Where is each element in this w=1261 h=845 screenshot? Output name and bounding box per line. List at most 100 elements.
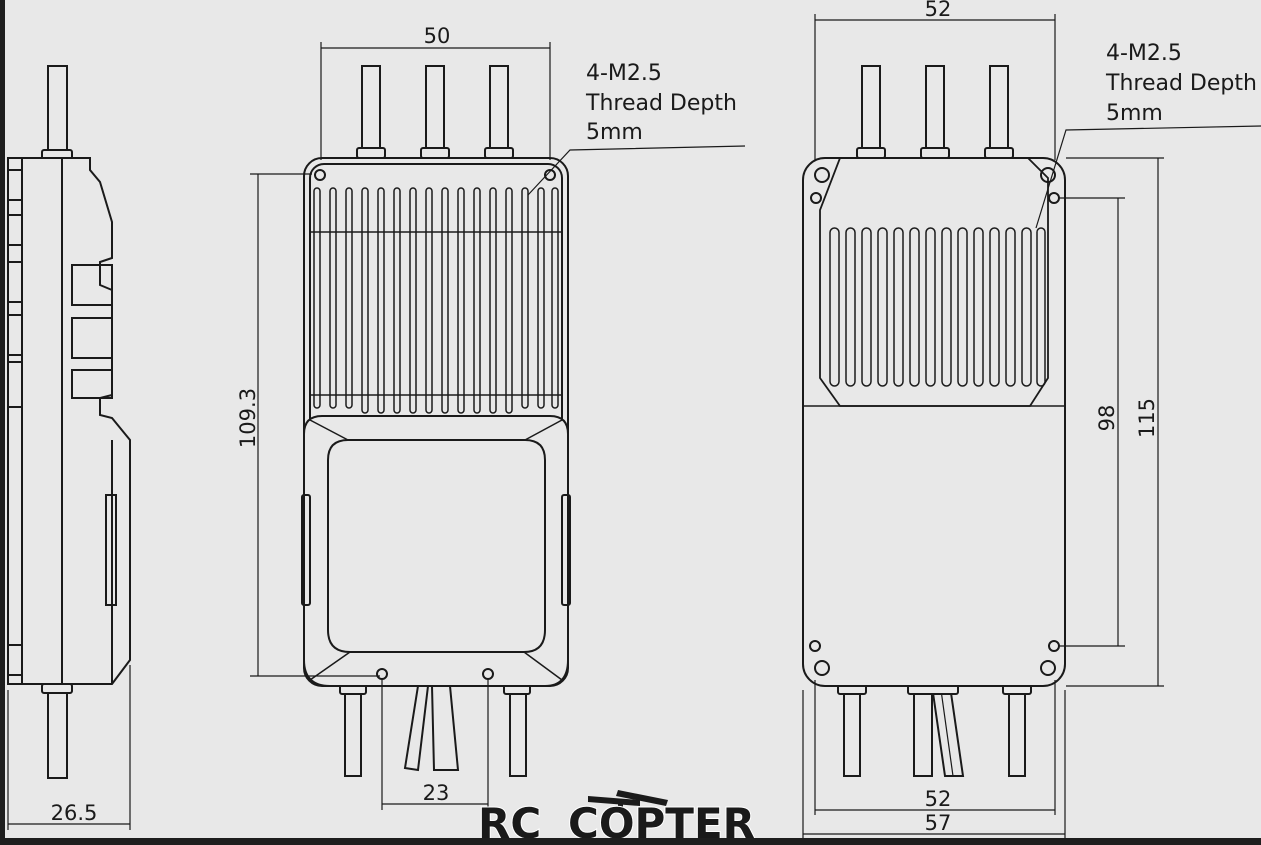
side-cover-slot <box>105 494 117 606</box>
front-lid-slot-right <box>561 494 571 606</box>
back-top-collar-2 <box>920 147 950 159</box>
back-fin <box>909 227 920 387</box>
back-hole-bl-inner <box>809 640 821 652</box>
front-lid-chamfer-2 <box>524 419 563 441</box>
side-fin-5 <box>7 361 23 408</box>
front-heatsink-fins <box>313 187 559 414</box>
front-fin <box>393 187 401 414</box>
front-fin <box>345 187 353 409</box>
back-hole-bl-outer <box>814 660 830 676</box>
front-fin <box>457 187 465 414</box>
back-note-line3: 5mm <box>1106 101 1163 126</box>
front-note-leader <box>527 145 746 196</box>
front-fin <box>409 187 417 414</box>
back-hole-tl-outer <box>814 167 830 183</box>
side-fin-6 <box>7 644 23 676</box>
back-note-line1: 4-M2.5 <box>1106 41 1182 66</box>
front-bottom-cable-1 <box>344 689 362 777</box>
front-hole-bottom-left <box>376 668 388 680</box>
front-hole-top-left <box>314 169 326 181</box>
back-fin <box>829 227 840 387</box>
front-note-line1: 4-M2.5 <box>586 61 662 86</box>
back-fin <box>1036 227 1046 387</box>
back-fin <box>973 227 984 387</box>
back-hole-tr-inner <box>1048 192 1060 204</box>
front-fin <box>521 187 529 409</box>
back-dim-bottom-inner: 52 <box>925 787 952 811</box>
back-fin <box>861 227 872 387</box>
back-fin <box>1021 227 1032 387</box>
logo-copter: COPTER <box>568 799 755 845</box>
side-fin-2 <box>7 214 23 246</box>
frame-bottom-edge <box>0 838 1261 845</box>
front-dim-bottom-spacing: 23 <box>423 781 450 805</box>
front-top-cable-2 <box>425 65 445 153</box>
front-fin <box>329 187 337 409</box>
front-fin <box>505 187 513 414</box>
front-lid-chamfer-4 <box>523 651 563 681</box>
front-top-collar-1 <box>356 147 386 159</box>
front-lid-chamfer-3 <box>309 651 351 681</box>
front-lid-outline <box>303 415 569 687</box>
back-fin <box>893 227 904 387</box>
logo-rc: RC <box>478 799 541 845</box>
back-bottom-wire-split <box>940 689 954 777</box>
front-fin <box>551 187 559 409</box>
side-fin-3 <box>7 261 23 303</box>
back-fin <box>925 227 936 387</box>
back-dim-bottom-outer: 57 <box>925 811 952 835</box>
side-step-3 <box>71 369 113 399</box>
front-fin <box>425 187 433 414</box>
back-top-cable-1 <box>861 65 881 153</box>
back-bottom-cable-1 <box>843 689 861 777</box>
side-fin-4 <box>7 314 23 356</box>
back-note-line2: Thread Depth <box>1105 71 1257 96</box>
front-fin <box>473 187 481 414</box>
back-hole-tr-outer <box>1040 167 1056 183</box>
back-fin <box>941 227 952 387</box>
front-note-line2: Thread Depth <box>585 91 737 116</box>
side-step-2 <box>71 317 113 359</box>
front-fin <box>377 187 385 414</box>
back-heatsink-fins <box>829 227 1046 387</box>
back-hole-tl-inner <box>810 192 822 204</box>
back-fin <box>957 227 968 387</box>
front-fin <box>313 187 321 409</box>
frame-left-edge <box>0 0 5 845</box>
front-top-cable-3 <box>489 65 509 153</box>
front-bottom-cable-4 <box>509 689 527 777</box>
back-hole-br-outer <box>1040 660 1056 676</box>
front-lid-chamfer-1 <box>309 419 349 441</box>
front-hole-bottom-right <box>482 668 494 680</box>
back-top-collar-3 <box>984 147 1014 159</box>
back-top-cable-2 <box>925 65 945 153</box>
back-hole-br-inner <box>1048 640 1060 652</box>
back-fin <box>845 227 856 387</box>
rc-copter-logo: RC COPTER <box>477 790 756 845</box>
back-top-collar-1 <box>856 147 886 159</box>
front-fin <box>361 187 369 414</box>
back-dim-top-width: 52 <box>925 0 952 21</box>
front-top-collar-3 <box>484 147 514 159</box>
front-top-collar-2 <box>420 147 450 159</box>
back-dim-hole-spacing: 98 <box>1095 405 1119 432</box>
back-view <box>802 14 1261 838</box>
front-top-cable-1 <box>361 65 381 153</box>
front-view <box>250 42 746 810</box>
front-fin <box>441 187 449 414</box>
back-top-cable-3 <box>989 65 1009 153</box>
side-view <box>7 65 131 830</box>
front-fin <box>489 187 497 414</box>
back-fin <box>877 227 888 387</box>
front-lid-slot-left <box>301 494 311 606</box>
back-bottom-cable-2 <box>913 689 933 777</box>
front-fin <box>537 187 545 409</box>
back-body-outline <box>802 157 1066 687</box>
front-dim-height: 109.3 <box>236 388 260 448</box>
side-bottom-cable-collar <box>41 683 73 694</box>
side-dim-depth: 26.5 <box>51 801 98 825</box>
side-fin-1 <box>7 169 23 201</box>
back-bottom-cable-4 <box>1008 689 1026 777</box>
back-fin <box>1005 227 1016 387</box>
front-note-line3: 5mm <box>586 120 643 145</box>
